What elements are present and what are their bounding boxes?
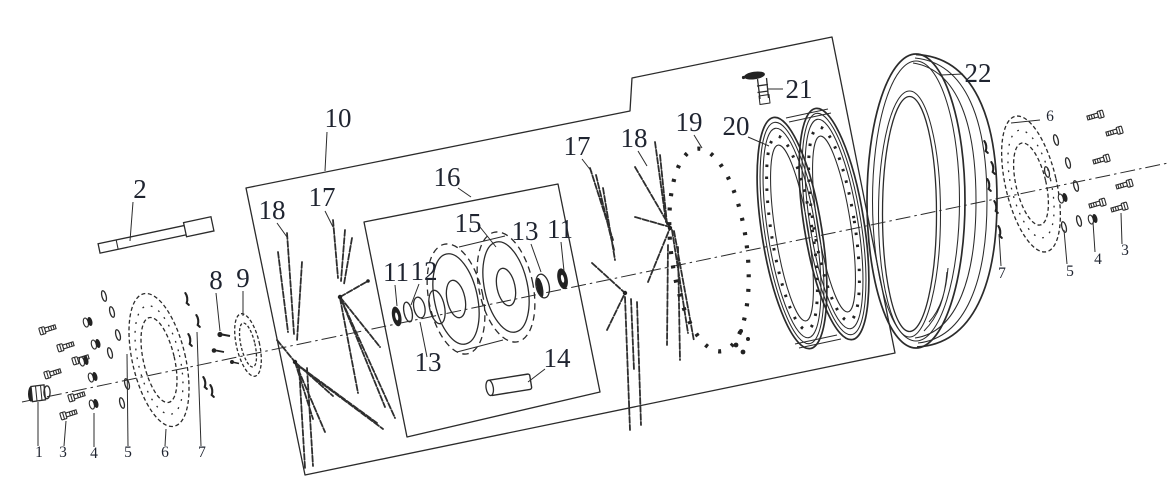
pin bbox=[209, 383, 215, 399]
label-20: 20 bbox=[723, 111, 750, 141]
bolt bbox=[67, 389, 87, 403]
nut bbox=[1056, 191, 1069, 205]
washer bbox=[105, 346, 115, 360]
label-8: 8 bbox=[209, 265, 223, 295]
bearing-set-left bbox=[391, 296, 426, 327]
bolt bbox=[1087, 197, 1107, 211]
label-13-right: 13 bbox=[512, 216, 539, 246]
spoke-group-right bbox=[589, 141, 695, 431]
pin bbox=[990, 160, 996, 176]
pin bbox=[202, 375, 208, 391]
bolt bbox=[38, 322, 58, 336]
label-2: 2 bbox=[133, 174, 147, 204]
brake-disc-right bbox=[1000, 115, 1062, 253]
label-15: 15 bbox=[455, 208, 482, 238]
screw-8 bbox=[211, 331, 240, 365]
label-4-right: 4 bbox=[1094, 251, 1102, 268]
label-22: 22 bbox=[965, 58, 992, 88]
hub-assembly bbox=[426, 231, 536, 355]
label-17-right: 17 bbox=[564, 131, 591, 161]
pin bbox=[983, 139, 989, 155]
retainer-ring bbox=[234, 313, 262, 377]
label-19: 19 bbox=[676, 107, 703, 137]
axle-nut bbox=[28, 384, 51, 403]
label-6-right: 6 bbox=[1046, 108, 1054, 125]
label-11-left: 11 bbox=[383, 257, 409, 287]
valve-stem bbox=[741, 71, 771, 106]
brake-disc-left bbox=[128, 292, 190, 428]
label-21: 21 bbox=[786, 74, 813, 104]
callout-leaders bbox=[37, 73, 1123, 447]
callout-labels: 2 10 18 17 8 9 16 15 11 12 13 13 11 14 1… bbox=[35, 58, 1129, 462]
label-10: 10 bbox=[325, 103, 352, 133]
label-11-right: 11 bbox=[547, 214, 573, 244]
label-18-right: 18 bbox=[621, 123, 648, 153]
pin bbox=[187, 332, 193, 348]
bolt bbox=[1104, 125, 1124, 139]
label-7-bottom: 7 bbox=[198, 444, 206, 461]
pin bbox=[184, 291, 190, 307]
bolt bbox=[1109, 201, 1129, 215]
label-5-right: 5 bbox=[1066, 263, 1074, 280]
spacer bbox=[81, 315, 94, 329]
label-1-bottom: 1 bbox=[35, 444, 43, 461]
bolt bbox=[56, 339, 76, 353]
label-12: 12 bbox=[411, 256, 438, 286]
label-7-right: 7 bbox=[998, 265, 1006, 282]
left-fastener-cluster bbox=[38, 289, 215, 421]
label-5-bottom: 5 bbox=[124, 444, 132, 461]
right-fastener-cluster bbox=[983, 109, 1134, 240]
label-17-left: 17 bbox=[309, 182, 336, 212]
bolt bbox=[1091, 153, 1111, 167]
label-13-left: 13 bbox=[415, 347, 442, 377]
label-3-bottom: 3 bbox=[59, 444, 67, 461]
spacer-tube bbox=[485, 373, 533, 397]
bolt bbox=[43, 366, 63, 380]
washer bbox=[117, 396, 127, 410]
washer bbox=[1063, 156, 1073, 170]
wheel-rim bbox=[756, 107, 870, 350]
washer bbox=[1051, 133, 1061, 147]
washer bbox=[1074, 214, 1084, 228]
label-6-bottom: 6 bbox=[161, 444, 169, 461]
washer bbox=[107, 305, 117, 319]
label-18-left: 18 bbox=[259, 195, 286, 225]
bolt bbox=[1114, 178, 1134, 192]
spoke-group-left bbox=[276, 219, 396, 469]
pin bbox=[986, 177, 992, 193]
washer bbox=[113, 328, 123, 342]
inner-group-box-16 bbox=[363, 183, 601, 438]
label-16: 16 bbox=[434, 162, 461, 192]
center-axis-line bbox=[21, 162, 1169, 403]
label-3-right: 3 bbox=[1121, 242, 1129, 259]
label-14: 14 bbox=[544, 343, 572, 373]
label-9: 9 bbox=[236, 263, 250, 293]
spacer bbox=[86, 370, 99, 384]
bearing-set-right bbox=[535, 268, 568, 299]
spacer bbox=[89, 337, 102, 351]
tire bbox=[866, 53, 998, 349]
pin bbox=[195, 313, 201, 329]
spoke-nipples bbox=[667, 146, 751, 355]
spacer bbox=[87, 397, 100, 411]
bolt bbox=[1085, 109, 1105, 123]
label-4-bottom: 4 bbox=[90, 445, 98, 462]
outer-group-box-10 bbox=[245, 36, 896, 476]
washer bbox=[1042, 165, 1052, 179]
washer bbox=[99, 289, 109, 303]
axle-shaft bbox=[97, 215, 215, 254]
bolt bbox=[59, 407, 79, 421]
